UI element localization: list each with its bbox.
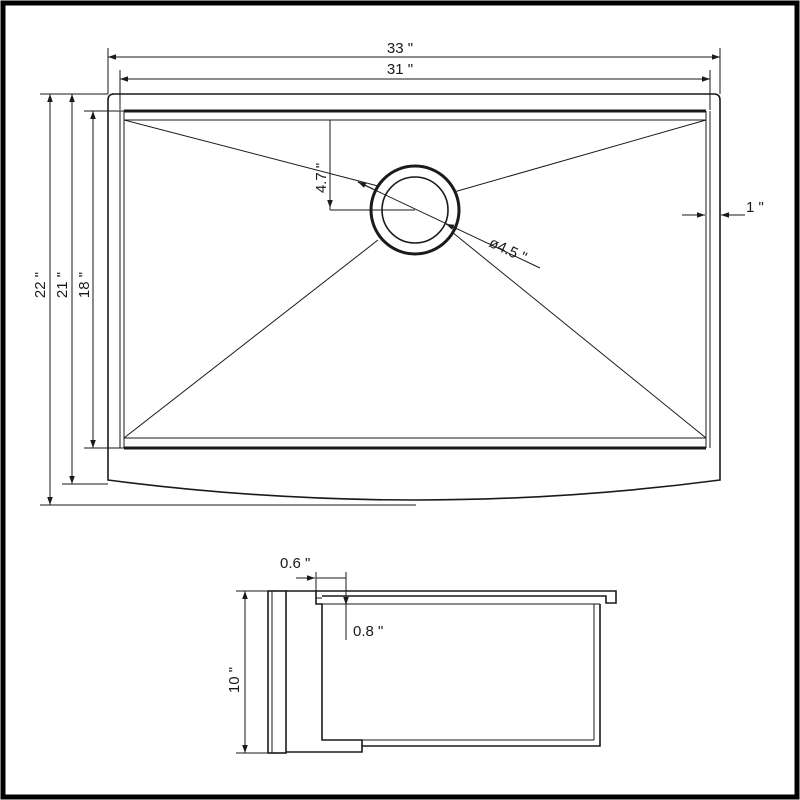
bowl-width-dimension: 31 " (119, 61, 711, 110)
depth-21-dimension: 21 " (54, 93, 108, 485)
bowl-right-wall-profile (362, 604, 601, 747)
slope-line-bottom-right (451, 231, 707, 439)
rim-width-dimension: 1 " (682, 199, 764, 218)
slope-line-bottom-left (123, 239, 379, 439)
bowl-depth-label: 18 " (76, 272, 93, 298)
depth-21-label: 21 " (54, 272, 71, 298)
sink-outline (107, 93, 721, 501)
overall-width-dimension: 33 " (107, 40, 721, 94)
overall-width-label: 33 " (387, 40, 413, 57)
rim-top-profile (316, 590, 617, 604)
top-view: 4.7 " ø4.5 " 1 " 33 " 31 " (32, 40, 764, 506)
bowl-height-label: 10 " (226, 667, 243, 693)
drain-offset-dimension: 4.7 " (313, 120, 415, 211)
slope-line-top-right (453, 119, 707, 193)
bowl-profile (286, 590, 363, 753)
overall-depth-dimension: 22 " (32, 93, 416, 506)
overall-depth-label: 22 " (32, 272, 49, 298)
slope-line-top-left (123, 119, 379, 187)
apron-panel (267, 590, 287, 754)
side-view: 0.6 " 0.8 " 10 " (226, 555, 617, 754)
wall-thickness-label: 0.6 " (280, 555, 310, 572)
wall-thickness-dimension: 0.6 " (280, 555, 347, 591)
drain-offset-label: 4.7 " (313, 163, 330, 193)
bowl-depth-dimension: 18 " (76, 110, 124, 449)
lip-height-dimension: 0.8 " (343, 578, 383, 640)
bowl-height-dimension: 10 " (226, 590, 268, 754)
drain-diameter-label: ø4.5 " (486, 234, 529, 266)
bowl-width-label: 31 " (387, 61, 413, 78)
lip-height-label: 0.8 " (353, 623, 383, 640)
rim-width-label: 1 " (746, 199, 764, 216)
